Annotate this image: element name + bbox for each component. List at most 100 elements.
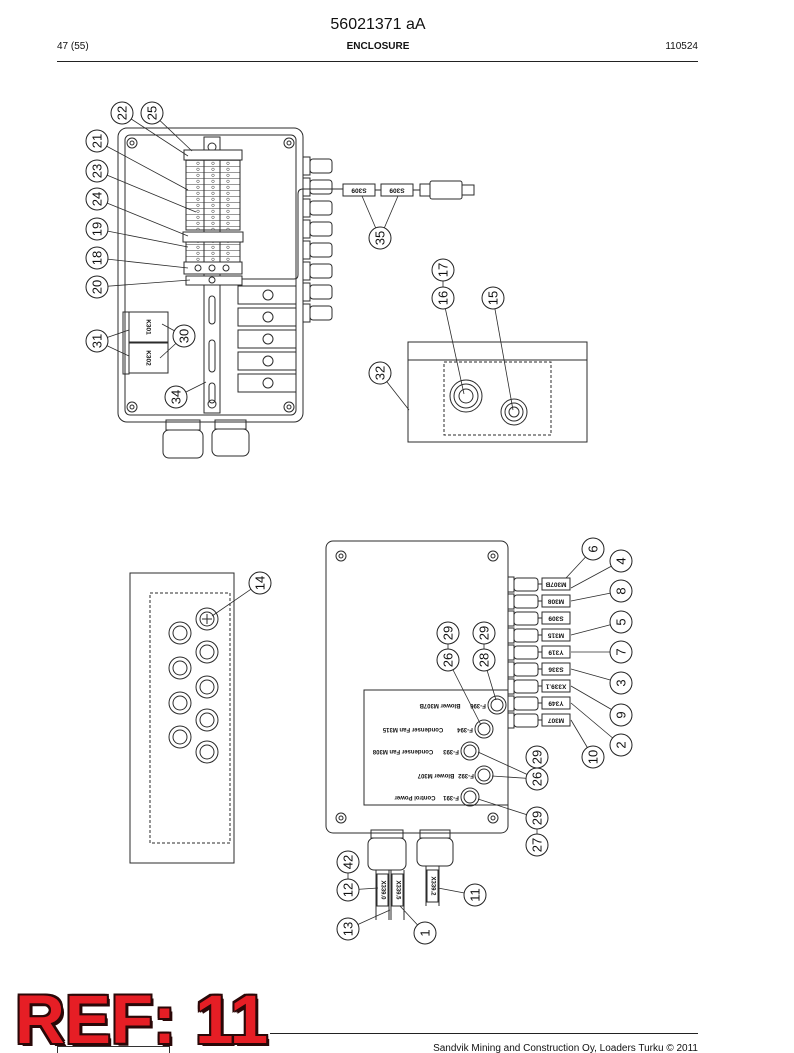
callout-number: 26 bbox=[530, 772, 545, 786]
callout-balloon: 16 bbox=[431, 286, 455, 310]
fuse-code: F-393 bbox=[443, 748, 459, 754]
gland-panel-view bbox=[130, 573, 234, 863]
callout-circle bbox=[85, 129, 109, 153]
callout-number: 14 bbox=[253, 576, 268, 590]
fuse-code: F-394 bbox=[457, 726, 473, 732]
callout-circle bbox=[336, 917, 360, 941]
cable-tag-label: M315 bbox=[547, 632, 564, 639]
callout-number: 18 bbox=[90, 251, 105, 265]
callout-balloon: 26 bbox=[436, 648, 460, 672]
callout-number: 34 bbox=[169, 390, 184, 404]
fuse-description: Blower M307B bbox=[419, 702, 461, 708]
callout-balloon: 29 bbox=[436, 621, 460, 645]
callout-balloon: 32 bbox=[368, 361, 392, 385]
callout-balloon: 14 bbox=[248, 571, 272, 595]
callout-circle bbox=[431, 258, 455, 282]
callout-number: 23 bbox=[90, 164, 105, 178]
callout-balloon: 1 bbox=[413, 921, 437, 945]
cable-tag-label: X339.2 bbox=[430, 876, 436, 896]
bottom-cable-glands bbox=[163, 420, 249, 458]
bottom-cable-glands bbox=[368, 830, 453, 920]
callout-number: 30 bbox=[177, 329, 192, 343]
callout-balloon: 3 bbox=[609, 671, 633, 695]
cable-tag bbox=[381, 184, 413, 196]
fuse-code: F-396 bbox=[470, 702, 486, 708]
callout-number: 2 bbox=[614, 741, 629, 748]
callout-balloon: 13 bbox=[336, 917, 360, 941]
relay-label: K302 bbox=[145, 350, 152, 366]
cable-gland-large-icon bbox=[450, 380, 482, 412]
terminal-block bbox=[186, 160, 240, 230]
callout-circle bbox=[472, 621, 496, 645]
sandvik-logo bbox=[57, 1046, 170, 1053]
callout-number: 29 bbox=[530, 750, 545, 764]
corner-screw-icon bbox=[284, 138, 294, 148]
fuse-holder-icon bbox=[475, 766, 493, 784]
callout-balloon: 20 bbox=[85, 275, 109, 299]
callout-balloon: 28 bbox=[472, 648, 496, 672]
callout-number: 21 bbox=[90, 134, 105, 148]
callout-circle bbox=[481, 286, 505, 310]
side-cable-glands bbox=[508, 577, 542, 728]
callout-number: 29 bbox=[441, 626, 456, 640]
relay-k302 bbox=[129, 343, 168, 373]
callout-number: 8 bbox=[614, 587, 629, 594]
callout-circle bbox=[110, 101, 134, 125]
ref-stamp: REF: 11 bbox=[15, 981, 269, 1053]
corner-screw-icon bbox=[284, 402, 294, 412]
callout-circle bbox=[368, 361, 392, 385]
callout-number: 26 bbox=[441, 653, 456, 667]
cable-gland-small-icon bbox=[501, 399, 527, 425]
fuse-holder-icon bbox=[461, 742, 479, 760]
terminal-cover bbox=[184, 150, 242, 160]
callout-circle bbox=[609, 703, 633, 727]
callout-circle bbox=[609, 579, 633, 603]
fuse-description: Control Power bbox=[394, 794, 436, 800]
callout-number: 11 bbox=[468, 888, 483, 902]
cable-tag-label: S309 bbox=[389, 187, 405, 194]
terminal-clamp bbox=[184, 262, 242, 274]
callout-number: 5 bbox=[614, 618, 629, 625]
cable-tag-label: X339.5 bbox=[395, 880, 401, 900]
callout-balloon: 21 bbox=[85, 129, 109, 153]
callout-balloon: 2 bbox=[609, 733, 633, 757]
callout-balloon: 42 bbox=[336, 850, 360, 874]
callout-number: 6 bbox=[586, 545, 601, 552]
callout-circle bbox=[609, 610, 633, 634]
terminal-block-lower bbox=[186, 242, 240, 262]
callout-number: 9 bbox=[614, 711, 629, 718]
top-view-enclosure bbox=[118, 128, 474, 458]
callout-balloon: 7 bbox=[609, 640, 633, 664]
fuse-label-panel bbox=[364, 690, 508, 805]
callout-number: 7 bbox=[614, 648, 629, 655]
cable-tag-label: X339.1 bbox=[545, 683, 566, 690]
fuse-holder-icon bbox=[461, 788, 479, 806]
cable-tag-label: M307 bbox=[547, 717, 564, 724]
cable-tag-label: X339.0 bbox=[380, 880, 386, 900]
callout-balloon: 29 bbox=[525, 745, 549, 769]
document-id: 56021371 aA bbox=[330, 16, 426, 33]
cable-gland-icon bbox=[196, 709, 218, 731]
callout-balloon: 5 bbox=[609, 610, 633, 634]
callout-circle bbox=[85, 275, 109, 299]
callout-balloon: 9 bbox=[609, 703, 633, 727]
cable-tag-label: S309 bbox=[351, 187, 367, 194]
callout-number: 16 bbox=[436, 291, 451, 305]
enclosure-inner-wall bbox=[125, 135, 296, 415]
callout-number: 19 bbox=[90, 222, 105, 236]
callout-number: 3 bbox=[614, 679, 629, 686]
callout-number: 27 bbox=[530, 838, 545, 852]
fuse-description: Condenser Fan M315 bbox=[382, 726, 443, 732]
callout-balloon: 35 bbox=[368, 226, 392, 250]
corner-screw-icon bbox=[336, 551, 346, 561]
cable-tag-label: S309 bbox=[548, 615, 564, 622]
cable-gland-icon bbox=[169, 692, 191, 714]
cable-tag-label: S336 bbox=[548, 666, 564, 673]
side-view-enclosure bbox=[408, 342, 587, 442]
corner-screw-icon bbox=[488, 813, 498, 823]
callout-balloon: 8 bbox=[609, 579, 633, 603]
cable-tag-label: M308 bbox=[547, 598, 564, 605]
callout-circle bbox=[436, 648, 460, 672]
callout-circle bbox=[172, 324, 196, 348]
